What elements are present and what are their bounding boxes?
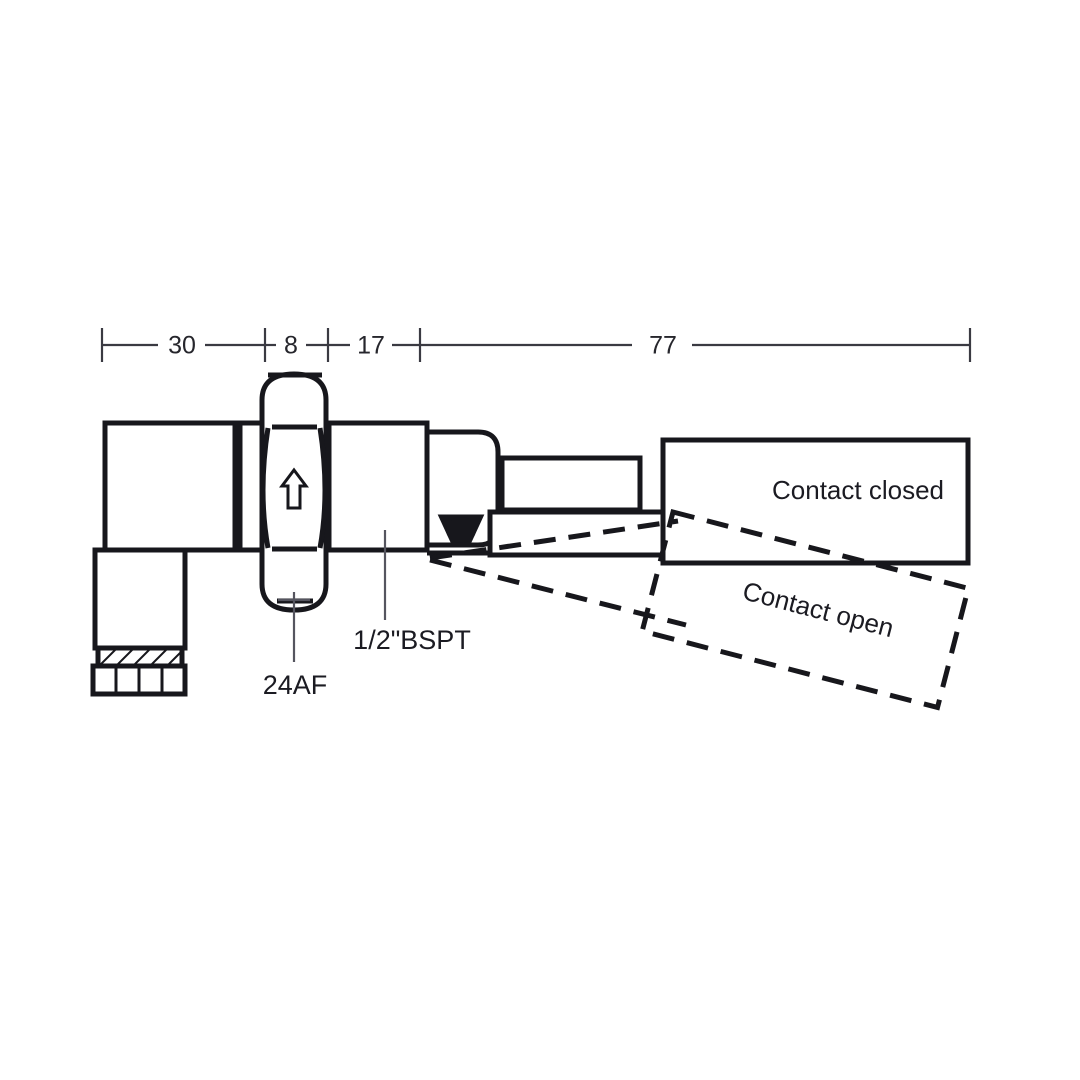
swing-line-lower (429, 557, 687, 628)
bspt-thread-body (326, 420, 430, 553)
housing-collar-band (237, 420, 265, 553)
process-connection (326, 420, 430, 553)
housing-upper-box (102, 420, 238, 553)
callouts: 24AF 1/2"BSPT (263, 530, 471, 700)
hex-nut-flank-left (260, 427, 271, 549)
switch-stem (427, 455, 668, 558)
swing-indication-lines (429, 518, 687, 628)
hex-nut-outline (259, 371, 329, 613)
contact-closed-label: Contact closed (772, 475, 944, 505)
contact-closed-group: Contact closed (660, 437, 971, 566)
swing-line-upper (429, 518, 679, 561)
dim-label-77: 77 (649, 332, 677, 360)
flow-direction-arrow-icon (279, 467, 309, 510)
stem-upper-rect (499, 455, 643, 513)
contact-open-box (639, 508, 972, 711)
cable-gland-seal-hatched (95, 645, 185, 669)
contact-closed-box (660, 437, 971, 566)
sensor-body (424, 429, 501, 548)
thread-label: 1/2"BSPT (353, 625, 471, 655)
electrical-housing (90, 420, 265, 697)
housing-lower-box (92, 547, 188, 651)
dim-label-8: 8 (284, 332, 298, 360)
dimension-chain: 30 8 17 77 (100, 328, 972, 362)
dim-label-17: 17 (357, 332, 385, 360)
sight-indicator-dot-icon (446, 517, 476, 543)
hex-size-label: 24AF (263, 670, 328, 700)
hex-nut-flank-right (317, 427, 328, 549)
hex-nut (259, 371, 329, 613)
dim-label-30: 30 (168, 332, 196, 360)
